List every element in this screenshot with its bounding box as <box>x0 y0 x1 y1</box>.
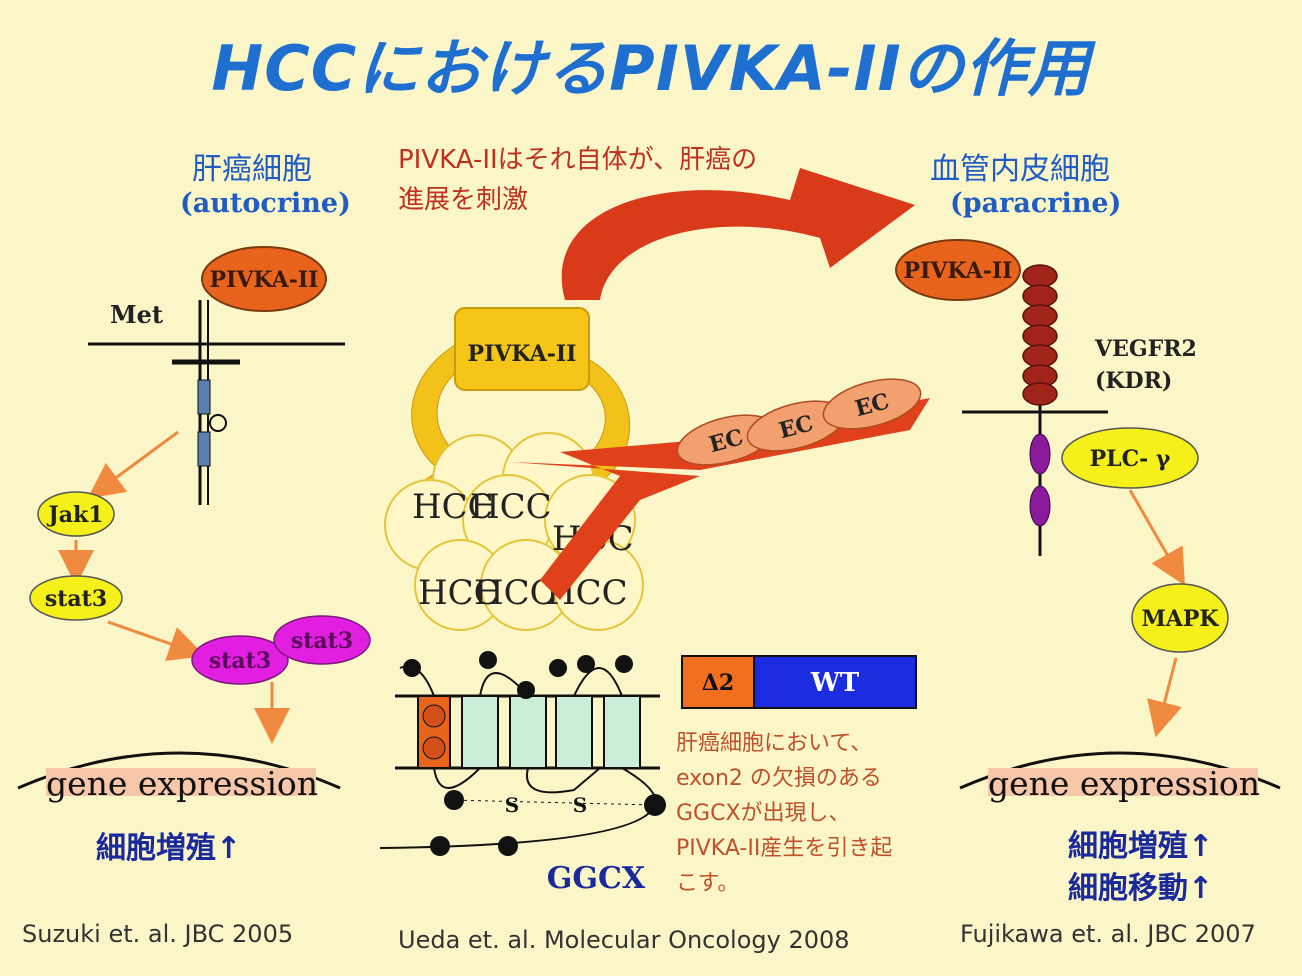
center-pivka-box <box>454 307 590 391</box>
left-effect: 細胞増殖↑ <box>96 831 242 866</box>
left-pivka-ellipse <box>201 246 327 312</box>
right-gene-highlight <box>988 768 1258 796</box>
hcc-label: HCC <box>470 487 552 527</box>
kdr-label: (KDR) <box>1095 368 1172 394</box>
disulfide-s-2: S <box>573 793 587 817</box>
left-citation: Suzuki et. al. JBC 2005 <box>22 920 294 948</box>
met-receptor <box>88 300 345 505</box>
ggcx-note: 肝癌細胞において、 exon2 の欠損のある GGCXが出現し、 PIVKA-I… <box>676 731 893 896</box>
hcc-label: HCC <box>418 573 500 613</box>
paracrine-arrow <box>561 168 915 300</box>
ggcx-topology <box>379 651 666 856</box>
vegfr2-ig-domains <box>1022 264 1058 406</box>
blood-vessel <box>510 398 930 600</box>
delta2-box <box>681 655 755 709</box>
left-gene-highlight <box>46 768 316 796</box>
center-pivka-label: PIVKA-II <box>468 341 577 367</box>
vegfr2-label: VEGFR2 <box>1094 336 1197 362</box>
page-title: HCCにおけるPIVKA-IIの作用 <box>211 32 1091 105</box>
center-caption-line1: PIVKA-IIはそれ自体が、肝癌の <box>398 145 758 175</box>
left-gene-expression: gene expression <box>46 764 319 803</box>
met-label: Met <box>110 300 163 329</box>
ec-cell-3 <box>822 378 922 430</box>
right-effect-1: 細胞増殖↑ <box>1068 829 1214 864</box>
right-pivka-ellipse <box>895 239 1021 301</box>
vegfr2-kinase-2 <box>1029 485 1051 527</box>
stat3-dimer-b <box>273 615 371 665</box>
center-caption-line2: 進展を刺激 <box>398 185 529 215</box>
stat3-dimer-a-label: stat3 <box>209 648 271 674</box>
stat3-dimer-a <box>191 635 289 685</box>
mapk-ellipse <box>1131 583 1229 653</box>
right-gene-expression: gene expression <box>988 764 1261 803</box>
delta2-label: Δ2 <box>702 670 734 696</box>
stat3-dimer-b-label: stat3 <box>291 628 353 654</box>
right-pivka-label: PIVKA-II <box>904 258 1013 284</box>
right-effect-2: 細胞移動↑ <box>1068 871 1214 906</box>
wt-box <box>753 655 917 709</box>
left-heading: 肝癌細胞 <box>192 152 312 187</box>
plc-gamma-label: PLC- γ <box>1090 446 1171 472</box>
right-heading: 血管内皮細胞 <box>930 152 1110 187</box>
stat3-ellipse <box>29 575 123 621</box>
hcc-label: HCC <box>412 487 494 527</box>
wt-label: WT <box>810 668 860 698</box>
center-citation: Ueda et. al. Molecular Oncology 2008 <box>398 926 850 954</box>
mapk-label: MAPK <box>1141 606 1219 632</box>
jak1-label: Jak1 <box>46 502 103 528</box>
stat3-label: stat3 <box>45 586 107 612</box>
right-citation: Fujikawa et. al. JBC 2007 <box>960 920 1256 948</box>
left-pivka-label: PIVKA-II <box>210 267 319 293</box>
jak1-ellipse <box>37 491 115 537</box>
ggcx-label: GGCX <box>547 861 646 896</box>
right-subheading: (paracrine) <box>950 188 1122 219</box>
plc-gamma-ellipse <box>1061 427 1199 489</box>
disulfide-s-1: S <box>505 793 519 817</box>
left-subheading: (autocrine) <box>180 188 351 219</box>
vegfr2-kinase-1 <box>1029 433 1051 475</box>
